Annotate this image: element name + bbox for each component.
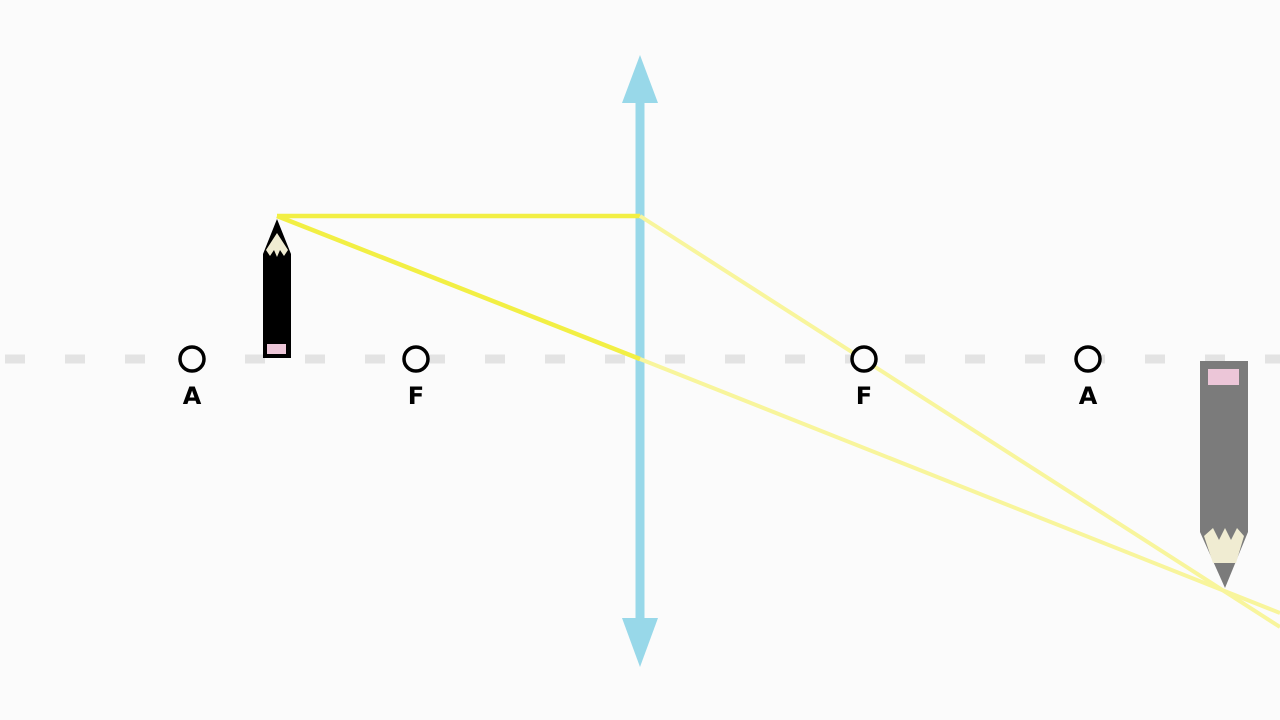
lens-arrow-down <box>622 618 658 667</box>
converging-lens <box>622 55 658 667</box>
point-a-right-marker <box>1074 345 1102 373</box>
focus-left-label: F <box>408 382 424 410</box>
focus-left: F <box>402 345 430 410</box>
object-pencil-tip <box>266 233 288 257</box>
point-a-left-label: A <box>183 382 202 410</box>
image-pencil-eraser <box>1208 369 1239 385</box>
point-a-right: A <box>1074 345 1102 410</box>
focus-right-label: F <box>856 382 872 410</box>
image-pencil-icon <box>1200 361 1248 588</box>
focus-left-marker <box>402 345 430 373</box>
light-rays <box>276 213 1280 629</box>
object-pencil-eraser <box>267 344 286 354</box>
point-a-left-marker <box>178 345 206 373</box>
object-pencil-icon <box>263 219 291 358</box>
image-pencil-tip <box>1204 528 1244 563</box>
focus-right-marker <box>850 345 878 373</box>
point-a-right-label: A <box>1079 382 1098 410</box>
point-a-left: A <box>178 345 206 410</box>
ray-central-refracted <box>639 357 1280 615</box>
ray-central-incident <box>276 213 641 362</box>
focus-right: F <box>850 345 878 410</box>
ray-parallel-refracted <box>638 214 1280 629</box>
lens-arrow-up <box>622 55 658 103</box>
